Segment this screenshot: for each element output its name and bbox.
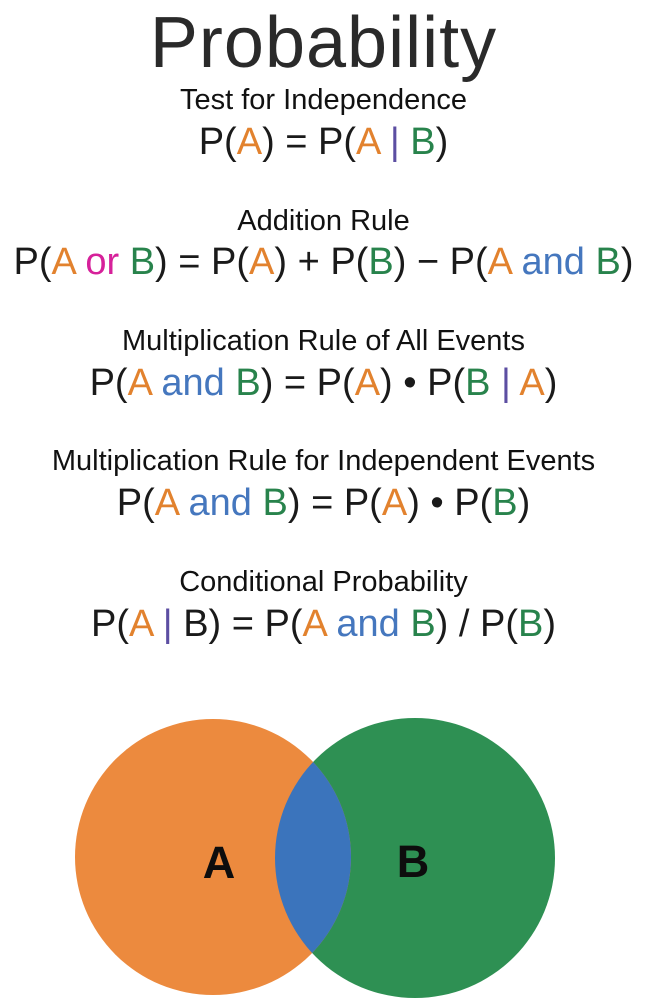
formula-segment bbox=[252, 482, 263, 524]
formula-multiplication-all-events: P(A and B) = P(A) • P(B | A) bbox=[0, 361, 647, 407]
formula-segment: A bbox=[154, 482, 178, 525]
formula-segment: or bbox=[85, 241, 120, 284]
formula-segment: ) bbox=[544, 361, 558, 404]
formula-segment bbox=[225, 362, 236, 404]
formula-segment: P( bbox=[90, 602, 129, 645]
formula-segment: and bbox=[521, 241, 585, 284]
section-heading: Conditional Probability bbox=[179, 565, 468, 598]
formula-segment: P( bbox=[89, 361, 128, 404]
formula-segment: | bbox=[162, 602, 173, 645]
formula-segment bbox=[75, 241, 86, 283]
formula-segment: B) = P( bbox=[172, 602, 303, 645]
formula-segment: A bbox=[128, 602, 153, 645]
formula-segment: ) = P( bbox=[287, 482, 382, 525]
formula-segment bbox=[152, 603, 163, 645]
formula-segment: A bbox=[236, 120, 263, 163]
formula-segment: B bbox=[368, 241, 394, 284]
formula-segment: A bbox=[381, 482, 408, 525]
formula-segment: ) bbox=[620, 241, 634, 284]
formula-segment: B bbox=[492, 482, 518, 525]
formula-test-for-independence: P(A) = P(A | B) bbox=[0, 120, 647, 166]
page-title: Probability bbox=[149, 3, 498, 83]
formula-segment: and bbox=[161, 361, 225, 404]
venn-label-a: A bbox=[203, 837, 236, 888]
formula-segment: A bbox=[354, 361, 381, 404]
formula-segment bbox=[511, 241, 522, 283]
formula-segment: P( bbox=[198, 120, 237, 163]
formula-segment: ) bbox=[517, 482, 531, 525]
formula-segment: A bbox=[356, 120, 380, 163]
formula-segment: ) bbox=[543, 602, 557, 645]
formula-segment bbox=[400, 121, 411, 163]
formula-segment: B bbox=[235, 361, 261, 404]
formula-segment: P( bbox=[13, 241, 52, 284]
venn-diagram: A B bbox=[0, 708, 647, 1000]
formula-segment: A bbox=[51, 241, 75, 284]
formula-segment: B bbox=[410, 602, 436, 645]
formula-segment: B bbox=[410, 120, 436, 163]
formula-segment: ) • P( bbox=[407, 482, 493, 525]
formula-segment: ) = P( bbox=[262, 120, 357, 163]
venn-svg: A B bbox=[75, 718, 555, 998]
formula-segment: and bbox=[336, 602, 400, 645]
formula-segment: A bbox=[487, 241, 511, 284]
formula-segment bbox=[585, 241, 596, 283]
formula-segment: ) = P( bbox=[260, 361, 355, 404]
formula-segment: A bbox=[519, 361, 545, 404]
venn-circle-b bbox=[275, 718, 555, 998]
formula-segment: ) bbox=[435, 120, 449, 163]
section-heading: Test for Independence bbox=[180, 84, 467, 117]
venn-label-b: B bbox=[397, 836, 430, 887]
formula-segment bbox=[178, 482, 189, 524]
formula-segment bbox=[326, 603, 337, 645]
section-multiplication-all-events: Multiplication Rule of All Events P(A an… bbox=[0, 324, 647, 406]
formula-addition-rule: P(A or B) = P(A) + P(B) − P(A and B) bbox=[0, 240, 647, 286]
formula-segment: ) • P( bbox=[380, 361, 466, 404]
section-test-for-independence: Test for Independence P(A) = P(A | B) bbox=[0, 83, 647, 165]
formula-segment: B bbox=[465, 361, 491, 404]
formula-multiplication-independent: P(A and B) = P(A) • P(B) bbox=[0, 481, 647, 527]
formula-segment bbox=[119, 241, 130, 283]
section-heading: Multiplication Rule for Independent Even… bbox=[51, 445, 596, 478]
section-multiplication-independent: Multiplication Rule for Independent Even… bbox=[0, 444, 647, 526]
formula-segment: A bbox=[249, 241, 275, 284]
formula-segment: B bbox=[262, 482, 288, 525]
formula-segment: A bbox=[127, 361, 151, 404]
formula-segment: B bbox=[129, 241, 156, 284]
formula-segment: P( bbox=[116, 482, 155, 525]
formula-segment: B bbox=[595, 241, 621, 284]
section-heading: Multiplication Rule of All Events bbox=[122, 324, 525, 357]
section-conditional-probability: Conditional Probability P(A | B) = P(A a… bbox=[0, 565, 647, 647]
formula-segment: | bbox=[389, 120, 400, 163]
formula-segment bbox=[379, 121, 390, 163]
formula-segment: ) = P( bbox=[155, 241, 250, 284]
formula-segment: | bbox=[501, 361, 511, 404]
formula-conditional-probability: P(A | B) = P(A and B) / P(B) bbox=[0, 602, 647, 648]
formula-segment: A bbox=[302, 602, 326, 645]
section-heading: Addition Rule bbox=[237, 204, 410, 237]
formula-segment: ) + P( bbox=[274, 241, 369, 284]
formula-segment: ) / P( bbox=[435, 602, 518, 645]
formula-segment bbox=[490, 362, 501, 404]
section-addition-rule: Addition Rule P(A or B) = P(A) + P(B) − … bbox=[0, 204, 647, 286]
formula-segment: ) − P( bbox=[393, 241, 488, 284]
venn-circle-a bbox=[75, 719, 351, 995]
formula-segment: and bbox=[188, 482, 252, 525]
formula-segment: B bbox=[518, 602, 544, 645]
formula-segment bbox=[151, 362, 162, 404]
formula-segment bbox=[400, 603, 411, 645]
